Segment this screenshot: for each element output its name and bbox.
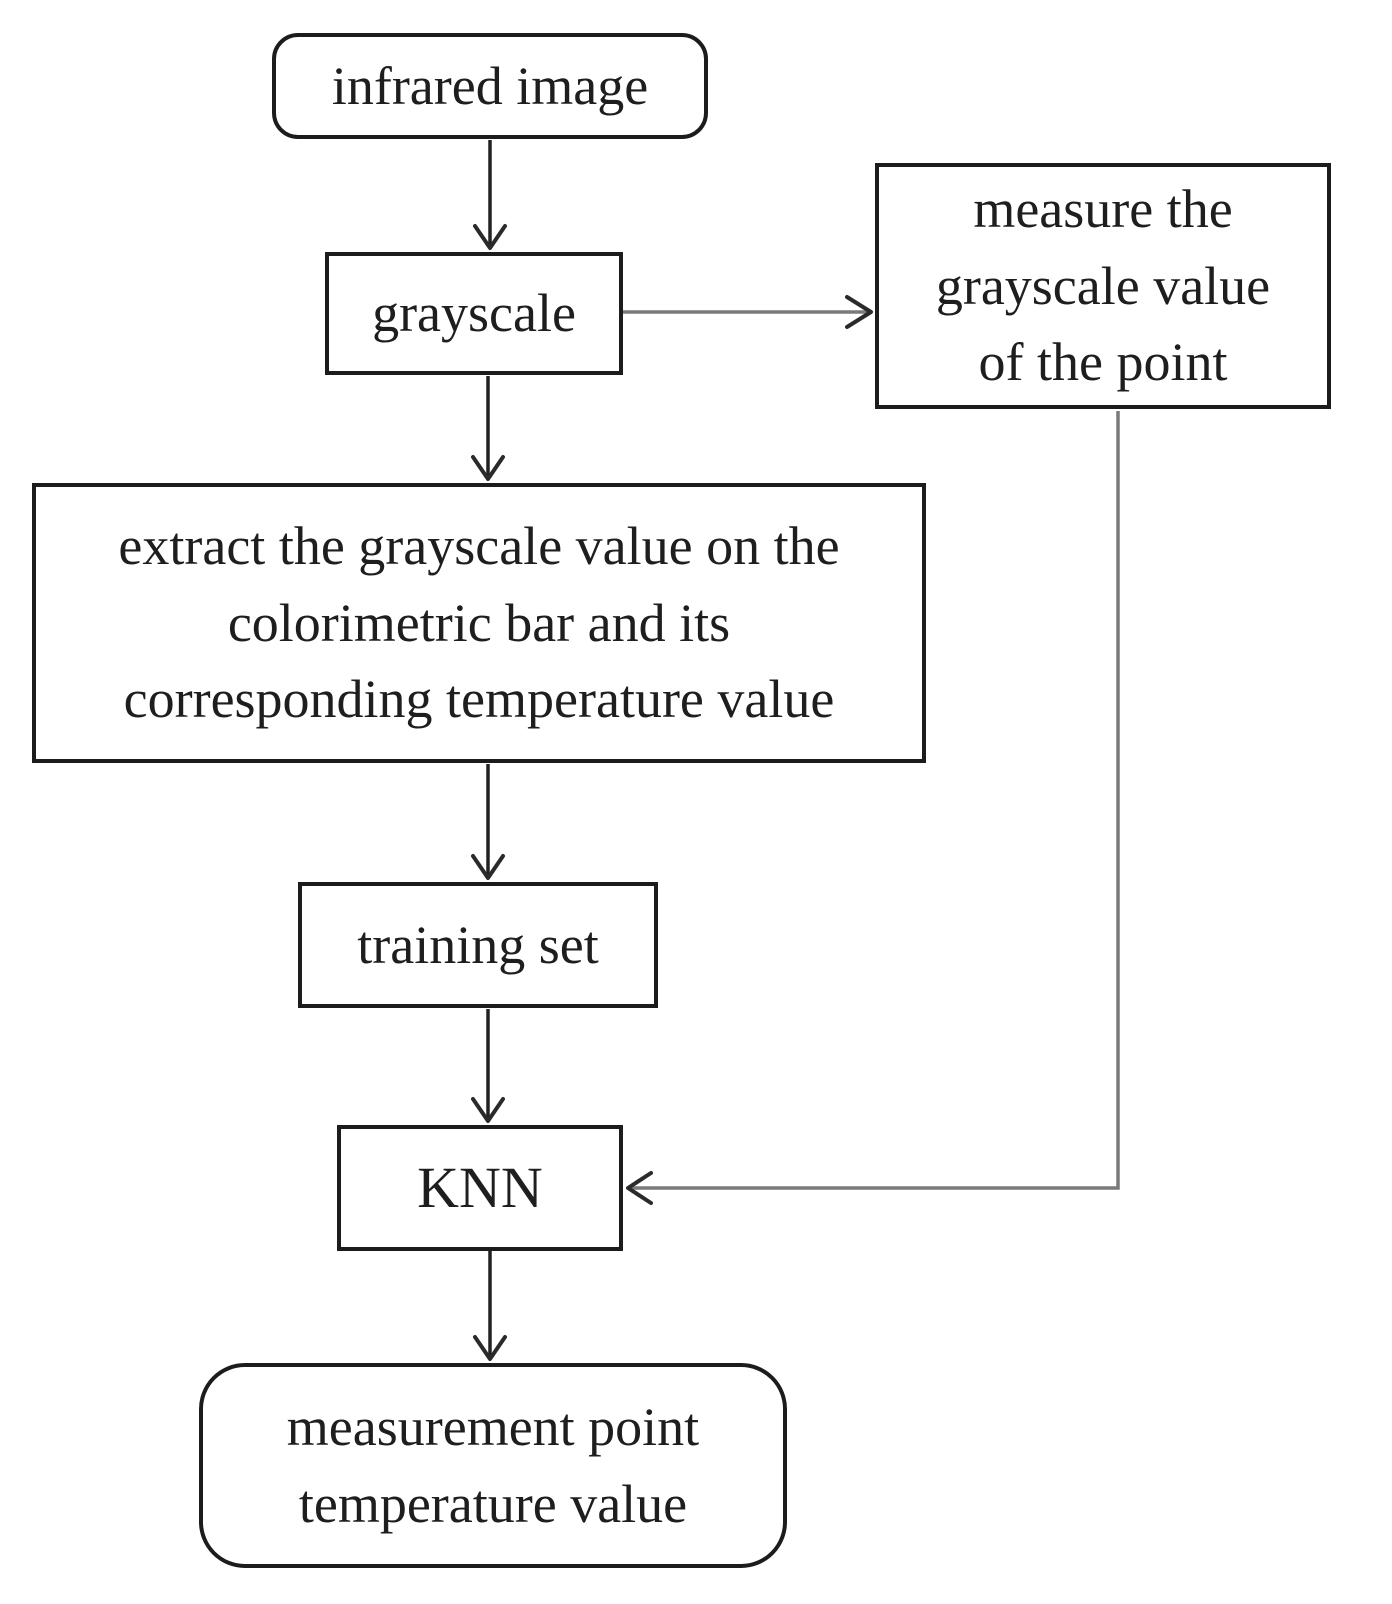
node-label-line: measurement point: [286, 1396, 700, 1457]
node-extract-colorimetric-bar: extract the grayscale value on the color…: [32, 483, 926, 763]
node-label-line: extract the grayscale value on the: [118, 515, 840, 576]
node-training-set: training set: [298, 882, 658, 1008]
node-infrared-image: infrared image: [272, 33, 708, 139]
node-label: infrared image: [331, 55, 649, 116]
arrow-grayscale-to-extract: [471, 376, 505, 481]
node-label: KNN: [417, 1154, 543, 1220]
node-label-line: corresponding temperature value: [123, 669, 835, 730]
node-measurement-point-temperature: measurement point temperature value: [199, 1363, 787, 1568]
node-grayscale: grayscale: [325, 252, 623, 375]
node-knn: KNN: [337, 1125, 623, 1251]
node-label-line: grayscale value: [935, 255, 1271, 316]
arrow-training-to-knn: [471, 1009, 505, 1123]
node-label: training set: [357, 914, 599, 975]
node-label-line: measure the: [973, 178, 1233, 239]
arrow-knn-to-output: [473, 1251, 507, 1361]
arrow-infrared-to-grayscale: [473, 140, 507, 250]
node-label-line: of the point: [978, 332, 1228, 393]
node-label-line: temperature value: [298, 1473, 688, 1534]
node-label: grayscale: [372, 283, 576, 344]
arrow-grayscale-to-measure: [623, 295, 873, 329]
node-label-line: colorimetric bar and its: [227, 592, 731, 653]
arrow-measure-to-knn: [626, 411, 1120, 1205]
node-measure-grayscale-point: measure the grayscale value of the point: [875, 163, 1331, 409]
arrow-extract-to-training: [471, 764, 505, 880]
